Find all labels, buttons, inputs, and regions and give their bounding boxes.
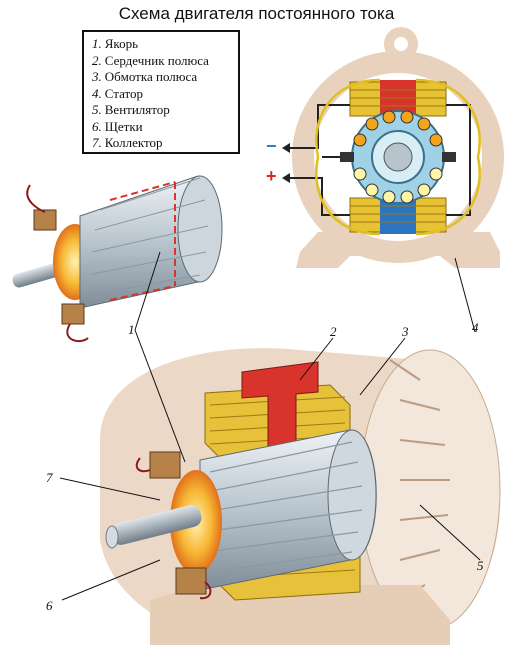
cross-section <box>282 27 504 268</box>
housing-feet <box>150 585 450 645</box>
leader-lines <box>59 251 481 601</box>
callout-6: 6 <box>46 598 53 613</box>
legend-item-1: 1.Якорь <box>92 36 139 51</box>
small-brush-top <box>33 209 57 231</box>
callout-2: 2 <box>330 324 337 339</box>
legend-box: 1.Якорь 2.Сердечник полюса 3.Обмотка пол… <box>82 30 240 154</box>
legend-item-5: 5.Вентилятор <box>92 102 170 117</box>
mount-eye-hole <box>394 37 408 51</box>
brush-top-large <box>149 451 181 479</box>
legend-item-7: 7.Коллектор <box>92 135 163 150</box>
motor-large <box>100 348 501 645</box>
callout-5: 5 <box>477 558 484 573</box>
callout-4: 4 <box>472 320 479 335</box>
legend-item-4: 4.Статор <box>92 85 144 101</box>
shaft-large <box>110 505 202 545</box>
legend-item-6: 6.Щетки <box>92 118 143 134</box>
flux-lines <box>315 78 481 236</box>
legend-item-2: 2.Сердечник полюса <box>92 52 209 68</box>
callout-1: 1 <box>128 322 135 337</box>
rotor-shaft <box>383 142 413 172</box>
minus-terminal-sign: − <box>266 136 277 156</box>
brush-left <box>340 152 354 162</box>
plus-terminal-sign: + <box>266 166 277 186</box>
armature-small <box>12 175 223 343</box>
small-brush-bottom <box>61 303 85 325</box>
rotor-conductors <box>353 110 443 204</box>
brush-bottom-large <box>175 567 207 595</box>
callout-7: 7 <box>46 470 53 485</box>
armature-large-end <box>327 429 377 561</box>
small-armature-end <box>177 175 223 283</box>
brush-right <box>442 152 456 162</box>
diagram-title: Схема двигателя постоянного тока <box>118 4 395 23</box>
legend-item-3: 3.Обмотка полюса <box>92 69 198 84</box>
small-shaft <box>12 262 64 288</box>
callout-3: 3 <box>402 324 409 339</box>
